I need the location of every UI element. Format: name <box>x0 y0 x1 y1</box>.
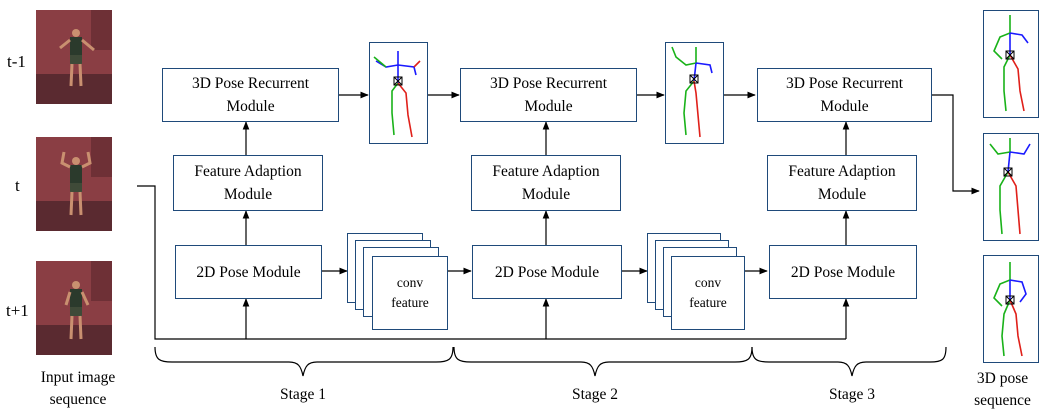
output-3d-pose-t <box>983 133 1039 241</box>
output-caption: 3D pose sequence <box>961 368 1044 412</box>
stage3-brace <box>751 346 947 377</box>
input-caption-line1: Input image <box>40 369 116 386</box>
stage2-brace <box>453 346 753 377</box>
skeleton-icon <box>373 51 421 138</box>
stage2-recurrent-line2: Module <box>524 98 573 115</box>
input-frame-t-minus-1-image <box>36 10 112 104</box>
stage3-feature-adaption-module: Feature Adaption Module <box>767 155 917 211</box>
stage3-recurrent-line2: Module <box>820 98 869 115</box>
output-caption-line2: sequence <box>974 392 1031 409</box>
stage1-adaption-line1: Feature Adaption <box>194 163 302 180</box>
stage1-conv-feature: conv feature <box>372 256 448 330</box>
stage3-adaption-line2: Module <box>817 186 867 203</box>
stage2-conv-line1: conv <box>694 275 722 290</box>
stage2-2d-pose-label: 2D Pose Module <box>494 263 600 281</box>
input-caption: Input image sequence <box>28 367 128 411</box>
skeleton-icon <box>671 46 713 138</box>
input-caption-line2: sequence <box>49 391 107 408</box>
arrow-rec3-to-output <box>932 94 980 195</box>
stage1-feature-adaption-module: Feature Adaption Module <box>173 155 323 211</box>
output-caption-line1: 3D pose <box>976 370 1029 387</box>
output-3d-pose-t-minus-1 <box>983 10 1039 118</box>
stage1-conv-line2: feature <box>391 295 429 310</box>
stage2-recurrent-line1: 3D Pose Recurrent <box>489 75 608 92</box>
stage2-conv-line2: feature <box>689 295 727 310</box>
stage2-2d-pose-module: 2D Pose Module <box>472 245 622 299</box>
frame-label-t-minus-1: t-1 <box>7 52 26 71</box>
stage2-label: Stage 2 <box>571 386 619 403</box>
stage1-2d-pose-label: 2D Pose Module <box>196 263 301 281</box>
frame-label-t-plus-1: t+1 <box>6 301 29 320</box>
stage2-adaption-line2: Module <box>521 186 571 203</box>
stage2-adaption-line1: Feature Adaption <box>492 163 600 180</box>
input-frame-t-image <box>36 137 112 231</box>
stage1-3d-pose-output <box>369 42 428 144</box>
stage1-recurrent-line2: Module <box>226 98 275 115</box>
stage3-adaption-line1: Feature Adaption <box>788 163 896 180</box>
stage3-2d-pose-module: 2D Pose Module <box>769 245 917 299</box>
skeleton-icon <box>993 262 1027 357</box>
stage3-2d-pose-label: 2D Pose Module <box>790 263 896 281</box>
stage1-recurrent-line1: 3D Pose Recurrent <box>191 75 310 92</box>
stage2-3d-pose-output <box>665 42 724 144</box>
stage1-3d-pose-recurrent-module: 3D Pose Recurrent Module <box>162 68 339 122</box>
stage3-recurrent-line1: 3D Pose Recurrent <box>785 75 904 92</box>
stage3-3d-pose-recurrent-module: 3D Pose Recurrent Module <box>757 68 932 122</box>
stage1-2d-pose-module: 2D Pose Module <box>175 245 322 299</box>
stage2-feature-adaption-module: Feature Adaption Module <box>471 155 621 211</box>
skeleton-icon <box>993 15 1029 112</box>
stage2-3d-pose-recurrent-module: 3D Pose Recurrent Module <box>460 68 637 122</box>
input-feed-line <box>137 185 846 340</box>
frame-label-t: t <box>15 176 20 195</box>
skeleton-icon <box>989 138 1031 235</box>
stage1-label: Stage 1 <box>279 386 327 403</box>
stage1-brace <box>154 346 454 377</box>
stage3-label: Stage 3 <box>828 386 876 403</box>
stage2-conv-feature: conv feature <box>671 256 745 330</box>
input-frame-t-plus-1-image <box>36 261 112 355</box>
stage1-adaption-line2: Module <box>223 186 273 203</box>
stage1-conv-line1: conv <box>396 275 424 290</box>
output-3d-pose-t-plus-1 <box>983 255 1039 363</box>
